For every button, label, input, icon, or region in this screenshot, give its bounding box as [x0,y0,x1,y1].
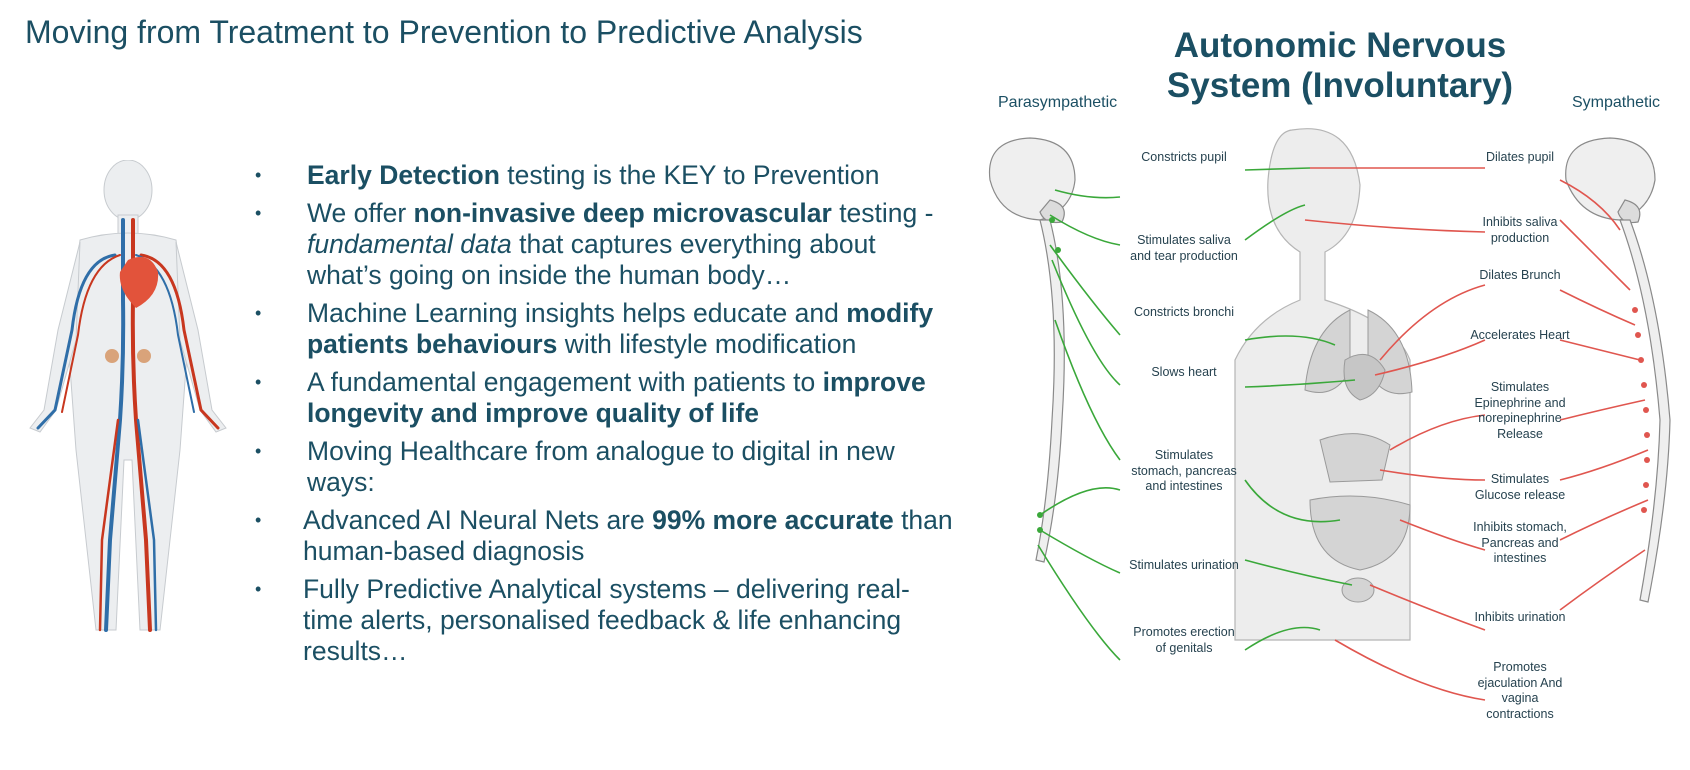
parasympathetic-effect-label: Slows heart [1151,365,1217,379]
sympathetic-effect-label: Accelerates Heart [1470,328,1570,342]
bullet-item: • Moving Healthcare from analogue to digi… [255,436,955,498]
bullet-item: • Early Detection testing is the KEY to P… [255,160,955,191]
bullet-text: Advanced AI Neural Nets are 99% more acc… [303,505,953,566]
sympathetic-effect-label: Stimulates Glucose release [1474,472,1566,502]
sympathetic-effect-label: Stimulates Epinephrine and norepinephrin… [1474,380,1566,441]
sympathetic-effect-label: Inhibits urination [1474,610,1566,624]
parasympathetic-effect-label: Stimulates saliva and tear production [1130,233,1238,263]
bullet-item: • We offer non-invasive deep microvascula… [255,198,955,291]
parasympathetic-label: Parasympathetic [996,94,1120,112]
bullet-marker: • [255,441,262,461]
sympathetic-label: Sympathetic [1570,94,1663,112]
parasympathetic-effect-label: Constricts pupil [1141,150,1227,164]
bullet-marker: • [255,165,262,185]
parasympathetic-ganglia [1037,217,1061,533]
slide-title: Moving from Treatment to Prevention to P… [25,14,863,50]
sympathetic-ganglia [1632,307,1650,513]
bullet-text: A fundamental engagement with patients t… [307,367,926,428]
circulatory-system-illustration [29,160,227,632]
sympathetic-effect-label: Inhibits stomach, Pancreas and intestine… [1473,520,1567,565]
parasympathetic-effect-label: Stimulates urination [1129,558,1239,572]
bullet-marker: • [255,579,262,599]
bullet-text: Moving Healthcare from analogue to digit… [307,436,895,497]
bullet-list: • Early Detection testing is the KEY to P… [255,160,955,674]
sympathetic-nerves [1304,167,1649,701]
sympathetic-effect-label: Dilates pupil [1485,150,1555,164]
bullet-text: Early Detection testing is the KEY to Pr… [307,160,880,190]
sympathetic-effect-label: Promotes ejaculation And vagina contract… [1477,660,1563,721]
bullet-marker: • [255,372,262,392]
parasympathetic-brain-spine [988,137,1076,563]
bullet-text: We offer non-invasive deep microvascular… [307,198,934,290]
bullet-text: Machine Learning insights helps educate … [307,298,934,359]
bullet-marker: • [255,203,262,223]
sympathetic-effect-label: Inhibits saliva production [1482,215,1558,245]
bullet-text: Fully Predictive Analytical systems – de… [303,574,910,666]
sympathetic-effect-label: Dilates Brunch [1479,268,1561,282]
bullet-item: • Fully Predictive Analytical systems – d… [255,574,955,667]
parasympathetic-nerves [1037,167,1356,661]
bullet-marker: • [255,510,262,530]
parasympathetic-effect-label: Constricts bronchi [1133,305,1235,319]
bullet-item: • A fundamental engagement with patients … [255,367,955,429]
bullet-marker: • [255,303,262,323]
parasympathetic-effect-label: Stimulates stomach, pancreas and intesti… [1131,448,1237,493]
parasympathetic-effect-label: Promotes erection of genitals [1133,625,1235,655]
diagram-title: Autonomic Nervous System (Involuntary) [1166,26,1514,105]
sympathetic-brain-spine [1565,137,1671,603]
bullet-item: • Advanced AI Neural Nets are 99% more ac… [255,505,955,567]
bullet-item: • Machine Learning insights helps educate… [255,298,955,360]
